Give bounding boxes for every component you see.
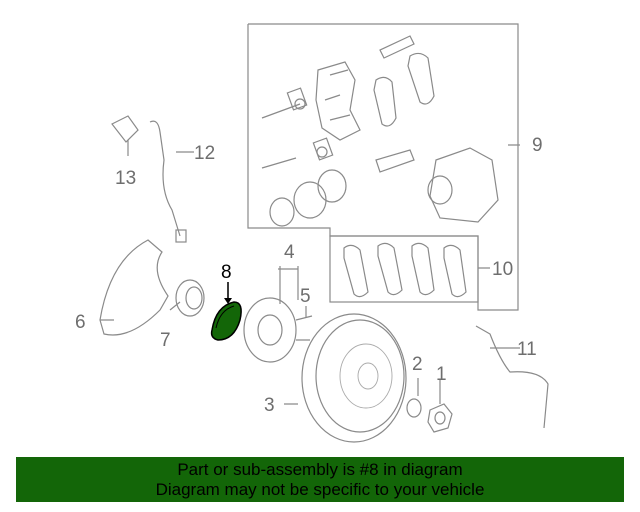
wheel-bearing — [175, 279, 205, 317]
banner-line-part: Part or sub-assembly is #8 in diagram — [177, 460, 463, 479]
part-8-arrowhead — [224, 298, 232, 304]
abs-sensor-rear — [475, 325, 549, 429]
piston-and-seal — [269, 169, 347, 227]
callout-4[interactable]: 4 — [284, 242, 295, 263]
bolts — [261, 87, 334, 169]
callout-5[interactable]: 5 — [300, 286, 311, 307]
abs-sensor-front — [111, 115, 187, 243]
info-banner: Part or sub-assembly is #8 in diagram Di… — [16, 457, 624, 502]
brake-pads — [343, 242, 467, 298]
callout-2[interactable]: 2 — [412, 354, 423, 375]
callout-9[interactable]: 9 — [532, 135, 543, 156]
hub-nut — [427, 403, 453, 433]
callout-7[interactable]: 7 — [160, 330, 171, 351]
part-8-highlighted — [210, 301, 242, 341]
callout-3[interactable]: 3 — [264, 395, 275, 416]
caliper-bracket — [315, 61, 361, 141]
callout-13[interactable]: 13 — [115, 168, 136, 189]
brake-pad-group-frame — [329, 235, 479, 303]
callout-6[interactable]: 6 — [75, 312, 86, 333]
callout-10[interactable]: 10 — [492, 259, 513, 280]
callout-11[interactable]: 11 — [517, 339, 537, 360]
dust-shield — [99, 239, 169, 336]
callout-8[interactable]: 8 — [221, 262, 232, 283]
washer — [406, 398, 422, 418]
caliper-pads-upper — [373, 35, 435, 127]
wheel-hub — [243, 297, 313, 363]
callout-12[interactable]: 12 — [194, 143, 215, 164]
caliper-housing — [375, 147, 499, 223]
callout-1[interactable]: 1 — [436, 364, 447, 385]
brake-rotor — [301, 313, 407, 443]
banner-line-disclaimer: Diagram may not be specific to your vehi… — [155, 480, 485, 499]
